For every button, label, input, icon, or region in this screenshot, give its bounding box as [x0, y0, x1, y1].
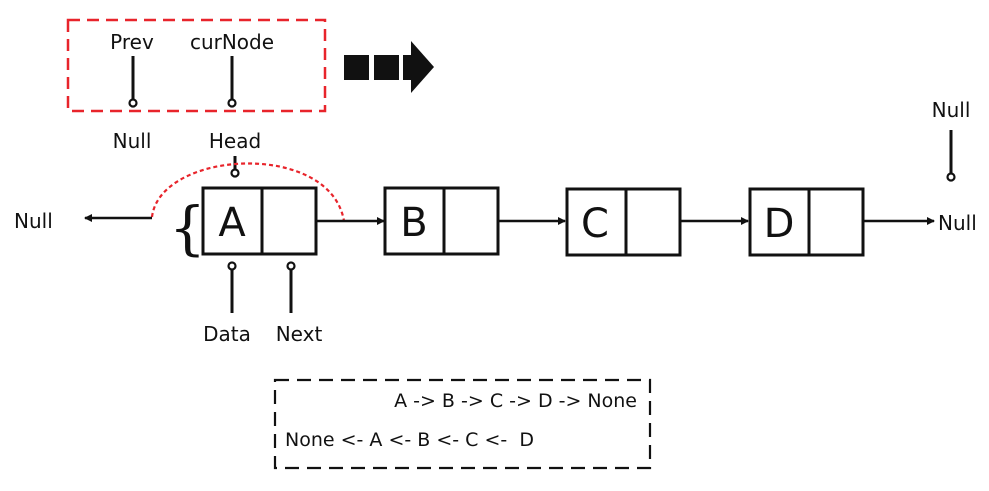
next-label: Next	[276, 322, 323, 346]
next-pointer	[286, 261, 296, 313]
reversed-order-text: None <- A <- B <- C <- D	[285, 429, 534, 451]
prev-pointer	[128, 56, 138, 108]
head-label: Head	[209, 129, 261, 153]
node-data-b: B	[400, 200, 427, 246]
data-label: Data	[203, 322, 251, 346]
summary-box	[273, 378, 652, 470]
forward-order-text: A -> B -> C -> D -> None	[394, 390, 637, 412]
prev-value-null: Null	[113, 129, 152, 153]
node-data-c: C	[581, 201, 609, 247]
node-brace: {	[169, 194, 206, 262]
right-null-label: Null	[938, 211, 977, 235]
reversal-arc	[150, 162, 346, 222]
node-a: A	[201, 186, 318, 256]
node-data-d: D	[764, 201, 795, 247]
node-data-a: A	[218, 200, 246, 246]
data-pointer	[227, 261, 237, 313]
pointers-box	[66, 18, 327, 113]
prev-label: Prev	[110, 30, 154, 54]
node-d: D	[748, 187, 865, 257]
curnode-label: curNode	[190, 30, 274, 54]
top-right-null-label: Null	[932, 98, 971, 122]
left-null-label: Null	[14, 209, 53, 233]
dashed-right-arrow-icon	[344, 41, 434, 93]
top-right-null-pointer	[946, 130, 956, 182]
curnode-pointer	[227, 56, 237, 108]
node-b: B	[383, 186, 500, 256]
node-c: C	[565, 187, 682, 257]
head-pointer	[230, 156, 240, 178]
